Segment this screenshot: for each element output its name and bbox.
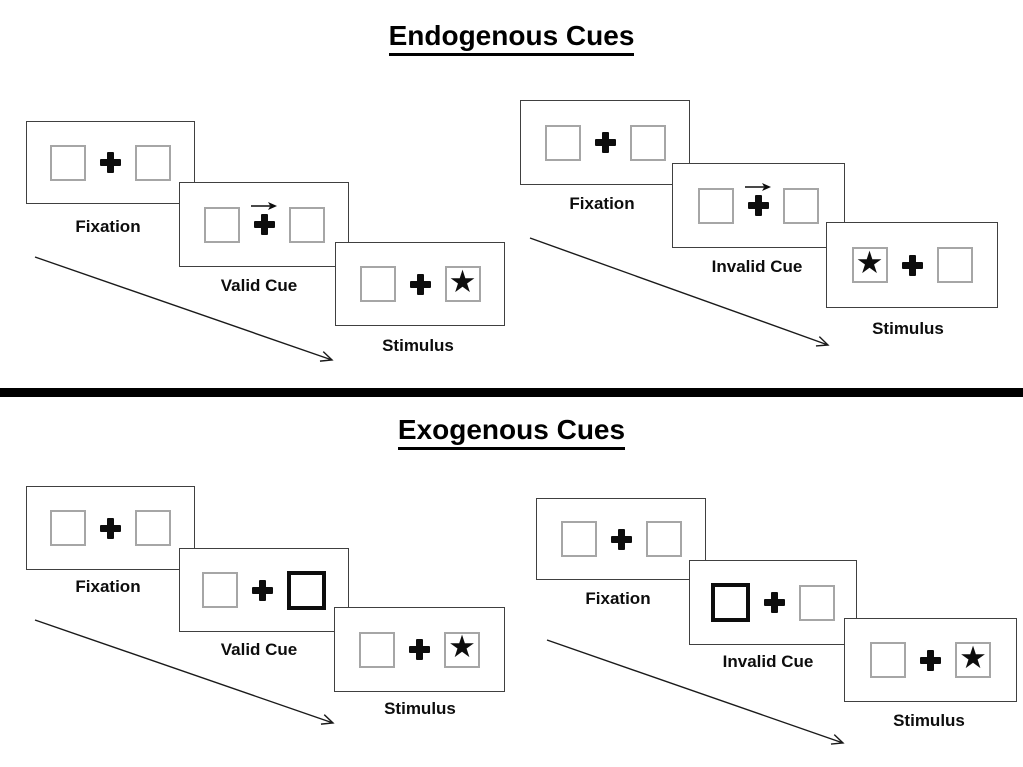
cue-panel: [179, 548, 349, 632]
stimulus-panel: ★: [844, 618, 1017, 702]
fixation-cross-icon: [764, 592, 785, 613]
panel-label: Fixation: [585, 589, 651, 608]
right-placeholder-box: [645, 521, 682, 557]
stimulus-panel: ★: [335, 242, 505, 326]
panel-label: Fixation: [75, 577, 141, 596]
section-title-exogenous: Exogenous Cues: [0, 414, 1023, 450]
star-stimulus: ★: [855, 244, 884, 281]
left-placeholder-box: [50, 144, 86, 181]
fixation-cross-icon: [100, 517, 121, 539]
fixation-cross-icon: [920, 649, 941, 671]
left-target-box: ★: [851, 244, 888, 283]
right-target-box: ★: [444, 263, 481, 302]
cue-panel: [179, 182, 349, 267]
panel-label: Stimulus: [382, 336, 454, 355]
right-target-box: ★: [444, 629, 480, 668]
panel-label: Fixation: [75, 217, 141, 236]
fixation-cross-icon: [901, 254, 923, 276]
right-placeholder-box: [629, 124, 666, 161]
fixation-panel: [26, 121, 195, 204]
fixation-cross-icon: [610, 528, 632, 550]
left-placeholder-box: [544, 124, 581, 161]
star-stimulus: ★: [448, 263, 477, 300]
left-placeholder-box: [359, 266, 396, 302]
left-placeholder-box: [203, 206, 240, 243]
right-placeholder-box: [288, 206, 325, 243]
fixation-panel: [536, 498, 706, 580]
right-placeholder-box: [783, 187, 819, 224]
panel-label: Fixation: [569, 194, 635, 213]
fixation-cross-icon: [409, 273, 431, 295]
cue-panel: [672, 163, 845, 248]
cue-arrow-icon: [745, 183, 771, 191]
right-cue-box: [287, 570, 326, 610]
sequence-arrow: [34, 619, 335, 725]
panel-label: Valid Cue: [220, 640, 298, 659]
left-placeholder-box: [698, 187, 734, 224]
star-stimulus: ★: [448, 629, 476, 665]
sequence-arrow: [546, 639, 845, 745]
right-placeholder-box: [936, 247, 973, 283]
left-placeholder-box: [50, 510, 86, 546]
fixation-cross-icon: [250, 202, 277, 235]
left-placeholder-box: [202, 572, 238, 608]
left-placeholder-box: [870, 642, 906, 678]
cue-arrow-icon: [250, 202, 277, 210]
sequence-arrow: [529, 237, 830, 347]
sequence-arrow: [34, 256, 334, 362]
panel-label: Invalid Cue: [711, 257, 803, 276]
panel-label: Valid Cue: [220, 276, 298, 295]
fixation-panel: [520, 100, 690, 185]
section-title-endogenous: Endogenous Cues: [0, 20, 1023, 56]
fixation-panel: [26, 486, 195, 570]
fixation-cross-icon: [594, 132, 616, 153]
right-placeholder-box: [799, 584, 835, 621]
left-placeholder-box: [560, 521, 597, 557]
stimulus-panel: ★: [334, 607, 505, 692]
fixation-cross-icon: [745, 183, 771, 216]
section-title-text: Exogenous Cues: [397, 414, 626, 450]
panel-label: Stimulus: [872, 319, 944, 338]
left-placeholder-box: [359, 631, 395, 668]
right-placeholder-box: [135, 510, 171, 546]
right-placeholder-box: [135, 144, 171, 181]
left-cue-box: [711, 583, 750, 622]
section-title-text: Endogenous Cues: [388, 20, 635, 56]
star-stimulus: ★: [959, 639, 987, 676]
fixation-cross-icon: [409, 639, 430, 660]
stimulus-panel: ★: [826, 222, 998, 308]
panel-label: Stimulus: [384, 699, 456, 718]
fixation-cross-icon: [252, 579, 273, 601]
fixation-cross-icon: [100, 152, 121, 173]
panel-label: Invalid Cue: [722, 652, 814, 671]
right-target-box: ★: [955, 642, 991, 678]
section-divider: [0, 388, 1023, 397]
panel-label: Stimulus: [893, 711, 965, 730]
cue-panel: [689, 560, 857, 645]
